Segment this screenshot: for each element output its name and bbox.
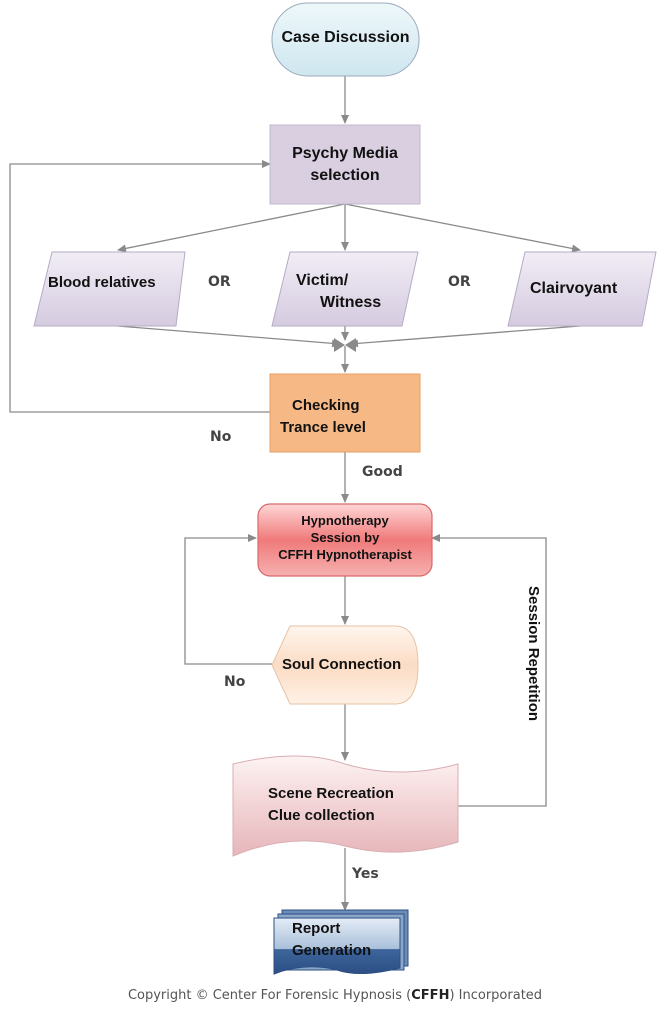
or-left-label: OR (208, 274, 231, 290)
case-discussion-label: Case Discussion (281, 29, 410, 46)
no-soul-label: No (224, 674, 246, 690)
blood-relatives-shape (33, 251, 186, 327)
hypno-line2: Session by (310, 530, 380, 545)
victim-witness-label: Victim/ Witness (296, 270, 381, 314)
copyright-footer: Copyright © Center For Forensic Hypnosis… (0, 988, 670, 1003)
victim-witness-shape (271, 251, 419, 327)
edge-check-no-loop (9, 160, 271, 413)
copyright-suffix: ) Incorporated (449, 988, 543, 1003)
edge-session-repetition (431, 534, 547, 807)
report-line2: Generation (292, 942, 372, 959)
clairvoyant-label: Clairvoyant (530, 280, 618, 297)
report-generation-label: Report Generation (292, 918, 371, 962)
good-label: Good (362, 464, 403, 480)
blood-relatives-label: Blood relatives (48, 274, 156, 291)
hypnotherapy-label: Hypnotherapy Session by CFFH Hypnotherap… (258, 512, 432, 563)
hypno-line3: CFFH Hypnotherapist (278, 547, 412, 562)
session-repetition-label: Session Repetition (525, 586, 542, 722)
copyright-bold: CFFH (411, 988, 450, 1003)
no-trance-label: No (210, 429, 232, 445)
victim-line1: Victim/ (296, 272, 349, 289)
edge-clairvoyant-to-merge (349, 325, 581, 348)
scene-line2: Clue collection (268, 807, 375, 824)
victim-line2: Witness (320, 294, 382, 311)
copyright-prefix: Copyright © Center For Forensic Hypnosis… (127, 988, 412, 1003)
psychy-media-process (269, 124, 421, 205)
hypno-line1: Hypnotherapy (301, 513, 389, 528)
soul-connection-display (271, 625, 419, 705)
or-right-label: OR (448, 274, 471, 290)
merge-marker-left (334, 338, 345, 352)
clairvoyant-shape (507, 251, 657, 327)
checking-trance-label: Checking Trance level (280, 395, 366, 439)
scene-recreation-label: Scene Recreation Clue collection (268, 783, 394, 827)
checking-line1: Checking (292, 397, 360, 414)
checking-trance-process (269, 373, 421, 453)
scene-recreation-document (232, 755, 459, 857)
checking-line2: Trance level (280, 419, 366, 436)
report-generation-multidocument (273, 909, 409, 975)
yes-label: Yes (352, 866, 379, 882)
edge-media-to-clairvoyant (344, 203, 581, 253)
edge-media-to-blood (117, 203, 346, 253)
case-discussion-terminal (271, 2, 420, 77)
report-line1: Report (292, 920, 341, 937)
psychy-media-line1: Psychy Media (292, 145, 398, 162)
merge-marker-right (345, 338, 356, 352)
soul-connection-label: Soul Connection (282, 656, 402, 673)
psychy-media-line2: selection (310, 167, 380, 184)
psychy-media-label: Psychy Media selection (270, 143, 420, 187)
edge-blood-to-merge (117, 325, 341, 348)
edge-soul-no-loop (184, 534, 272, 665)
scene-line1: Scene Recreation (268, 785, 394, 802)
connectors (9, 76, 581, 911)
hypnotherapy-session-process (257, 503, 433, 577)
